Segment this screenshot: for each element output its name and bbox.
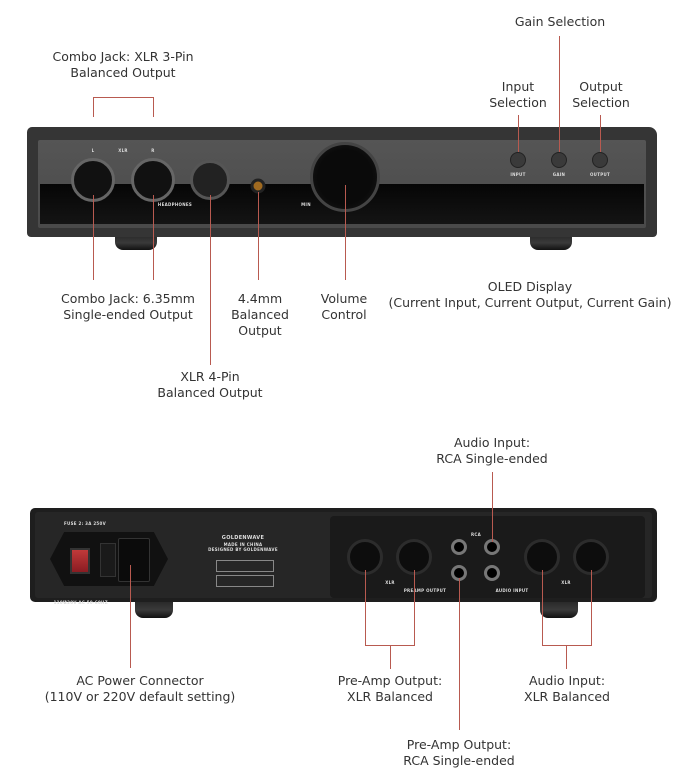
label-line: Pre-Amp Output: [406,737,512,752]
combo-xlr-bracket-right [153,97,154,117]
audio-xlr-label: XLR [561,580,571,585]
rca-label: RCA [470,532,482,537]
fuse-label: FUSE 2: 3A 250V [64,521,106,526]
preamp-xlr-stem [390,645,391,669]
label-line: Selection [572,95,630,110]
gain-selection-label: Gain Selection [514,14,606,29]
label-line: (110V or 220V default setting) [44,689,236,704]
warning-box-1 [216,560,274,572]
label-line: Single-ended Output [63,307,193,322]
label-line: XLR 4-Pin [180,369,240,384]
output-button-label: OUTPUT [589,172,611,177]
label-line: XLR Balanced [347,689,433,704]
label-line: XLR Balanced [524,689,610,704]
designed-by-label: DESIGNED BY GOLDENWAVE [208,547,278,552]
combo-635-label: Combo Jack: 6.35mm Single-ended Output [61,291,195,323]
label-line: (Current Input, Current Output, Current … [388,295,672,310]
label-line: Input [501,79,535,94]
rear-foot-left [135,598,173,618]
preamp-xlr-label-annotation: Pre-Amp Output: XLR Balanced [338,673,442,705]
rear-foot-right [540,598,578,618]
xlr4-jack[interactable] [190,160,230,200]
input-button[interactable] [510,152,526,168]
input-button-label: INPUT [510,172,526,177]
audio-input-label: AUDIO INPUT [495,588,529,593]
preamp-xlr-label: XLR [385,580,395,585]
iec-power-connector[interactable] [118,538,150,582]
gain-button-label: GAIN [552,172,566,177]
audio-xlr-stem [566,645,567,669]
xlr4-line [210,195,211,365]
label-line: Balanced [231,307,289,322]
output-line [600,115,601,152]
combo-xlr-bracket [93,97,154,98]
gain-line [559,36,560,152]
audio-rca-label: Audio Input: RCA Single-ended [436,435,547,467]
combo-635-line-right [153,195,154,280]
combo-635-line-left [93,195,94,280]
label-line: AC Power Connector [76,673,204,688]
oled-label: OLED Display (Current Input, Current Out… [389,279,672,311]
voltage-110-label: 110V [53,600,67,605]
combo-xlr-bracket-left [93,97,94,117]
label-line: Balanced Output [157,385,263,400]
warning-box-2 [216,575,274,587]
preamp-xlr-bracket-right [414,570,415,645]
fuse-holder [100,543,116,577]
audio-xlr-bracket-right [591,570,592,645]
min-label: MIN [301,202,311,207]
ac-power-line [130,565,131,668]
label-line: 4.4mm [237,291,283,306]
label-line: Volume [320,291,368,306]
volume-knob[interactable] [310,142,380,212]
preamp-rca-label-annotation: Pre-Amp Output: RCA Single-ended [403,737,514,769]
label-line: Control [321,307,367,322]
label-line: Audio Input: [453,435,531,450]
input-line [518,115,519,152]
balanced-44-label: 4.4mm Balanced Output [231,291,289,339]
xlr-l-label: L [91,148,95,153]
audio-in-rca-l[interactable] [484,565,500,581]
audio-xlr-bracket-left [542,570,543,645]
label-line: OLED Display [487,279,573,294]
label-line: RCA Single-ended [436,451,548,466]
audio-xlr-label-annotation: Audio Input: XLR Balanced [524,673,610,705]
xlr4-label: XLR 4-Pin Balanced Output [157,369,262,401]
volume-label: Volume Control [321,291,368,323]
power-switch[interactable] [70,548,90,574]
preamp-rca-r[interactable] [451,539,467,555]
label-line: Output [238,323,282,338]
label-line: Audio Input: [528,673,606,688]
preamp-xlr-bracket-left [365,570,366,645]
label-line: Selection [489,95,547,110]
label-line: Pre-Amp Output: [337,673,443,688]
xlr-r-label: R [151,148,155,153]
made-in-label: MADE IN CHINA [223,542,263,547]
output-button[interactable] [592,152,608,168]
headphones-label: HEADPHONES [157,202,193,207]
preamp-output-label: PREAMP OUTPUT [403,588,447,593]
label-line: Combo Jack: XLR 3-Pin [52,49,194,64]
audio-rca-line [492,472,493,542]
gain-button[interactable] [551,152,567,168]
label-line: Output [579,79,623,94]
balanced-44-line [258,192,259,280]
xlr-label: XLR [118,148,128,153]
output-selection-label: Output Selection [572,79,630,111]
input-selection-label: Input Selection [489,79,547,111]
label-line: Combo Jack: 6.35mm [61,291,195,306]
preamp-rca-line [459,578,460,730]
audio-xlr-bracket [542,645,592,646]
label-line: Balanced Output [70,65,176,80]
combo-xlr-label: Combo Jack: XLR 3-Pin Balanced Output [52,49,193,81]
combo-jack-left[interactable] [71,158,115,202]
volume-line [345,185,346,280]
brand-label: GOLDENWAVE [221,535,265,541]
ac-power-label: AC Power Connector (110V or 220V default… [45,673,236,705]
voltage-220-label: 220V AC 50-60HZ [64,600,108,605]
label-line: RCA Single-ended [403,753,515,768]
